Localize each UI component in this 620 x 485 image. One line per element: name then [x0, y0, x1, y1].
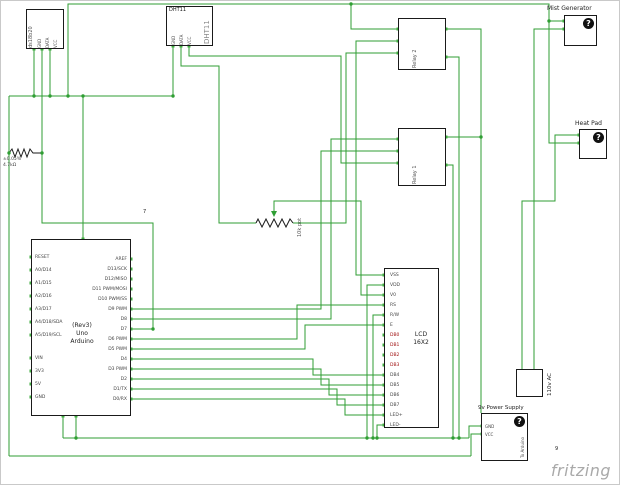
arduino-pin-label: VIN	[35, 356, 43, 361]
arduino-pin-label: D5 PWM	[108, 347, 127, 352]
arduino-pin-label: 5V	[35, 382, 41, 387]
lcd-pin-label: R/W	[390, 313, 400, 318]
component-lcd-16x2[interactable]: LCD 16X2 VSS VDD V0 RS R/W E DB0 DB1 DB2…	[384, 268, 439, 428]
arduino-title-line: (Rev3)	[72, 322, 92, 329]
arduino-title-line: Arduino	[70, 338, 94, 345]
arduino-pin-label: D2	[120, 377, 127, 382]
lcd-pin-label: DB5	[390, 383, 400, 388]
arduino-pin-label: 3V3	[35, 369, 44, 374]
resistor-label: ±0.05% 4.7kΩ	[3, 157, 21, 169]
lcd-pin-label: V0	[390, 293, 396, 298]
arduino-pin-label: D10 PWM/SS	[98, 297, 127, 302]
lcd-title-line: 16X2	[413, 339, 429, 346]
arduino-pin-label: D1/TX	[113, 387, 127, 392]
component-arduino-uno[interactable]: (Rev3) Uno Arduino RESET A0/D14 A1/D15 A…	[31, 239, 131, 416]
arduino-pin-label: D11 PWM/MOSI	[92, 287, 127, 292]
arduino-pin-label: A5/D19/SCL	[35, 333, 62, 338]
relay1-label: Relay 1	[412, 165, 418, 184]
heat-pad-label: Heat Pad	[575, 120, 602, 127]
unknown-part-icon: ?	[583, 18, 594, 29]
lcd-pin-label: LED-	[390, 423, 401, 428]
arduino-pin-label: A2/D16	[35, 294, 52, 299]
component-ac-plug[interactable]	[516, 369, 543, 397]
arduino-pin-label: D6 PWM	[108, 337, 127, 342]
component-relay1[interactable]: Relay 1	[398, 128, 446, 186]
pot-label: 10k pot	[297, 217, 303, 237]
arduino-pin-label: D4	[120, 357, 127, 362]
ds18b20-pin-label: DATA	[45, 37, 50, 48]
arduino-title-line: Uno	[76, 330, 88, 337]
lcd-pin-label: VSS	[390, 273, 399, 278]
arduino-pin-label: D3 PWM	[108, 367, 127, 372]
lcd-pin-label: E	[390, 323, 393, 328]
ac-label: 110v AC	[547, 372, 553, 396]
arduino-pin-label: A4/D18/SDA	[35, 320, 63, 325]
component-9v-power-supply[interactable]: ? GND VCC To Arduino	[481, 413, 528, 461]
lcd-pin-label: LED+	[390, 413, 403, 418]
lcd-title-line: LCD	[414, 331, 428, 338]
lcd-pin-label: DB2	[390, 353, 400, 358]
dht11-pin-label: DATA	[179, 34, 184, 45]
arduino-pin-label: D8	[120, 317, 127, 322]
psu-pin-label: VCC	[485, 432, 494, 437]
psu-label: 9v Power Supply	[478, 405, 524, 411]
lcd-pin-label: DB0	[390, 333, 400, 338]
ds18b20-pin-label: VCC	[53, 39, 58, 48]
lcd-pin-label: DB4	[390, 373, 400, 378]
psu-note: To Arduino	[520, 437, 525, 458]
resistor-value: 4.7kΩ	[3, 163, 17, 168]
component-ds18b20[interactable]: ds18b20 GND DATA VCC	[26, 9, 64, 49]
component-relay2[interactable]: Relay 2	[398, 18, 446, 70]
arduino-pin-label: GND	[35, 395, 46, 400]
resistor-tolerance: ±0.05%	[3, 157, 22, 162]
net-label-7: 7	[143, 209, 147, 215]
mist-generator-label: Mist Generator	[547, 5, 592, 12]
fritzing-logo: fritzing	[550, 461, 611, 480]
component-heat-pad[interactable]: ?	[579, 129, 607, 159]
dht11-title: DHT11	[169, 7, 187, 13]
lcd-pin-label: DB7	[390, 403, 400, 408]
lcd-pin-label: RS	[390, 303, 396, 308]
ds18b20-name: ds18b20	[28, 26, 34, 48]
arduino-pin-label: D9 PWM	[108, 307, 127, 312]
arduino-pin-label: A0/D14	[35, 268, 52, 273]
arduino-pin-label: D0/RX	[112, 397, 127, 402]
component-dht11[interactable]: DHT11 DHT11 GND DATA VCC	[166, 6, 213, 46]
arduino-pin-label: AREF	[115, 257, 127, 262]
dht11-pin-label: VCC	[187, 36, 192, 45]
ds18b20-pin-label: GND	[37, 38, 42, 48]
dht11-chip-label: DHT11	[203, 20, 211, 44]
arduino-pin-label: D12/MISO	[104, 277, 127, 282]
lcd-pin-label: DB1	[390, 343, 400, 348]
net-label-9: 9	[555, 446, 559, 452]
arduino-pin-label: RESET	[35, 255, 50, 260]
arduino-pin-label: A3/D17	[35, 307, 52, 312]
arduino-pin-label: D13/SCK	[107, 267, 127, 272]
unknown-part-icon: ?	[514, 416, 525, 427]
lcd-pin-label: DB3	[390, 363, 400, 368]
lcd-pin-label: VDD	[390, 283, 401, 288]
arduino-pin-label: D7	[120, 327, 127, 332]
lcd-pin-label: DB6	[390, 393, 400, 398]
dht11-pin-label: GND	[171, 35, 176, 45]
unknown-part-icon: ?	[593, 132, 604, 143]
relay2-label: Relay 2	[412, 49, 418, 68]
psu-pin-label: GND	[485, 424, 495, 429]
arduino-pin-label: A1/D15	[35, 281, 52, 286]
component-mist-generator[interactable]: ?	[564, 15, 597, 46]
